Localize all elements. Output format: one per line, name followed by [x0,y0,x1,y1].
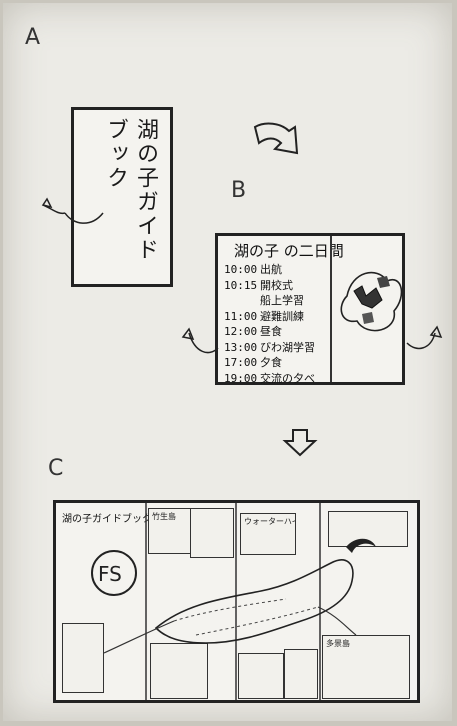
schedule-fold-line [330,236,332,382]
schedule-row: 船上学習 [260,294,304,307]
label-c: C [48,456,64,481]
map-panel-top-2 [190,508,234,558]
label-b: B [231,178,247,203]
map-panel-bottom-3 [284,649,318,699]
cover-title: 湖の子ガイドブック [103,118,158,262]
map-panel-left [62,623,104,693]
fs-badge: FS [98,562,122,586]
label-a: A [25,25,41,50]
lake-map-drawing: FS [91,503,376,700]
schedule-title: 湖の子 の二日間 [234,242,344,260]
map-title: 湖の子ガイドブック [62,514,152,525]
map-panel-bottom-1 [150,643,208,699]
map-panel-bottom-2 [238,653,284,699]
guidebook-cover: 湖の子ガイドブック [71,107,173,287]
foldout-map: 湖の子ガイドブック 竹生島 ウォーターハイク 多景島 FS [53,500,420,703]
lake-illustration [340,271,403,332]
map-panel-top-3: ウォーターハイク [240,513,296,555]
map-panel-right: 多景島 [322,635,410,699]
flow-arrows [41,122,443,457]
